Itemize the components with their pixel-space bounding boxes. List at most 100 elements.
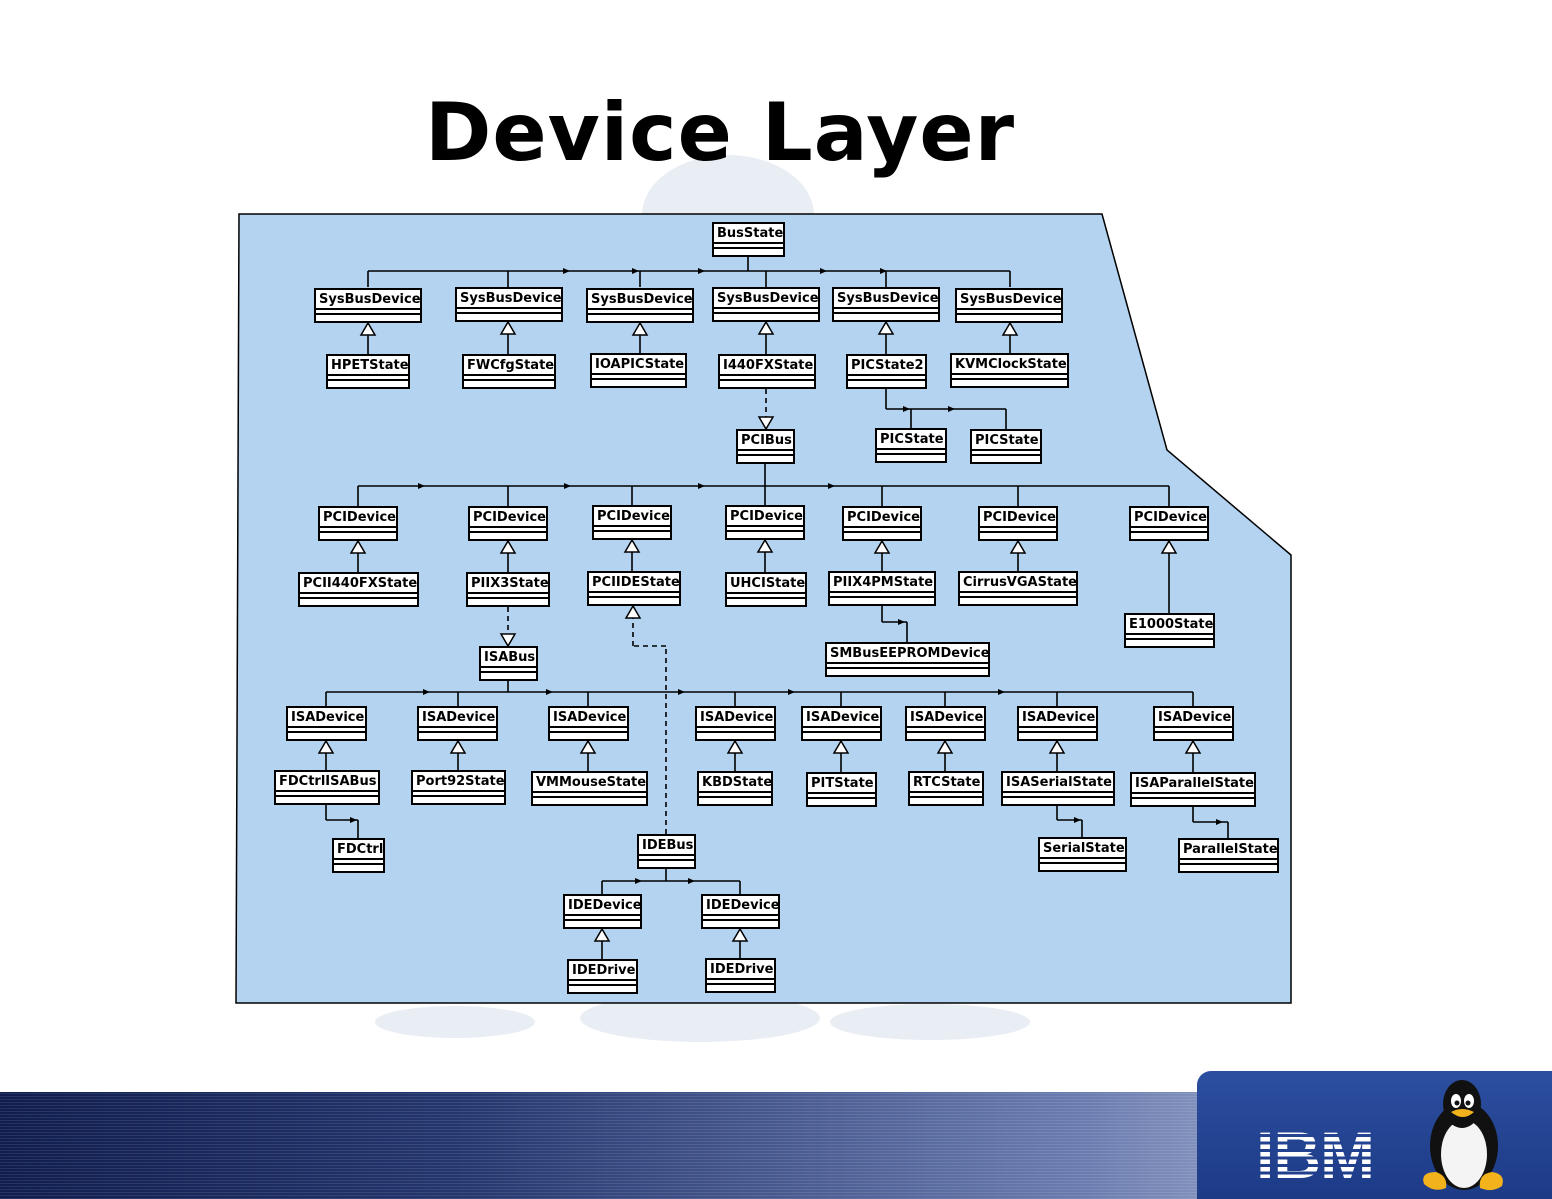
class-name: KVMClockState [952,355,1067,375]
class-box-pitstate: PITState [806,772,877,807]
class-name: ISABus [481,648,536,668]
class-box-idebus: IDEBus [637,834,696,869]
inheritance-arrow [449,739,467,754]
class-box-picstate2: PICState2 [846,354,927,389]
inheritance-arrow [731,927,749,942]
class-name: IDEDrive [707,960,774,980]
class-box-port92state: Port92State [411,770,506,805]
class-box-isaparallelstate: ISAParallelState [1130,772,1256,807]
class-name: PCII440FXState [300,574,417,594]
class-name: PICState [877,430,945,450]
class-name: ISASerialState [1003,773,1113,793]
class-name: ISADevice [288,708,365,728]
class-box-sysbusdevice: SysBusDevice [832,287,940,322]
association-arrowhead [635,878,642,884]
inheritance-arrow [1001,321,1019,336]
association-arrowhead [1074,817,1081,823]
class-name: BusState [714,224,783,244]
class-name: PCIDevice [727,507,803,527]
class-box-pcidevice: PCIDevice [318,506,398,541]
class-box-pcidevice: PCIDevice [978,506,1058,541]
class-name: SysBusDevice [316,290,421,310]
class-name: PICState [972,431,1040,451]
class-name: PIIX3State [468,574,549,594]
class-name: PCIDevice [1131,508,1207,528]
class-box-fdctrl: FDCtrl [332,838,385,873]
association-arrowhead [698,483,705,489]
class-box-idedevice: IDEDevice [701,894,780,929]
class-box-kvmclockstate: KVMClockState [950,353,1069,388]
class-name: SysBusDevice [588,290,693,310]
class-name: HPETState [328,356,409,376]
association-arrowhead [688,878,695,884]
association-arrowhead [698,268,705,274]
class-box-sysbusdevice: SysBusDevice [712,287,820,322]
class-box-piix3state: PIIX3State [466,572,550,607]
class-box-uhcistate: UHCIState [725,572,807,607]
class-name: UHCIState [727,574,805,594]
class-name: CirrusVGAState [960,573,1077,593]
class-name: SysBusDevice [957,290,1062,310]
class-box-i440fxstate: I440FXState [718,354,816,389]
association-arrowhead [828,483,835,489]
class-box-idedrive: IDEDrive [567,959,638,994]
class-name: PCIDevice [844,508,920,528]
class-box-pcibus: PCIBus [736,429,795,464]
class-name: SysBusDevice [457,289,562,309]
association-arrowhead [546,689,553,695]
inheritance-arrow [756,538,774,553]
class-name: FWCfgState [464,356,554,376]
class-name: ISADevice [697,708,774,728]
class-box-pciidestate: PCIIDEState [587,571,681,606]
class-box-sysbusdevice: SysBusDevice [455,287,563,322]
association-arrowhead [423,689,430,695]
class-box-idedevice: IDEDevice [563,894,642,929]
inheritance-arrow [936,739,954,754]
inheritance-arrow [1009,539,1027,554]
class-name: ISADevice [1155,708,1232,728]
class-box-pcii440fxstate: PCII440FXState [298,572,419,607]
association-arrowhead [820,268,827,274]
inheritance-arrow [499,539,517,554]
class-name: E1000State [1126,615,1213,635]
inheritance-arrow [593,927,611,942]
inheritance-arrow [631,321,649,336]
dependency-arrow [499,633,517,648]
inheritance-arrow [1160,539,1178,554]
ibm-logo: IBM [1256,1122,1375,1182]
class-name: ISADevice [550,708,627,728]
class-box-pcidevice: PCIDevice [592,505,672,540]
class-box-busstate: BusState [712,222,785,257]
class-name: ISAParallelState [1132,774,1254,794]
class-name: ISADevice [419,708,496,728]
inheritance-arrow [623,538,641,553]
class-box-isadevice: ISADevice [286,706,367,741]
inheritance-arrow [1048,739,1066,754]
class-box-pcidevice: PCIDevice [842,506,922,541]
class-name: SysBusDevice [834,289,939,309]
class-box-parallelstate: ParallelState [1178,838,1279,873]
association-arrowhead [564,483,571,489]
class-name: PCIDevice [470,508,546,528]
association-arrowhead [563,268,570,274]
class-name: IDEDevice [703,896,780,916]
class-name: IDEDevice [565,896,642,916]
class-name: ISADevice [803,708,880,728]
class-box-serialstate: SerialState [1038,837,1127,872]
class-box-cirrusvgastate: CirrusVGAState [958,571,1078,606]
class-box-isadevice: ISADevice [801,706,882,741]
diagram-edges [317,257,1229,959]
class-name: PCIDevice [320,508,396,528]
class-box-fwcfgstate: FWCfgState [462,354,556,389]
class-box-pcidevice: PCIDevice [725,505,805,540]
class-box-ioapicstate: IOAPICState [590,353,687,388]
class-name: IDEDrive [569,961,636,981]
class-box-sysbusdevice: SysBusDevice [586,288,694,323]
class-box-hpetstate: HPETState [326,354,410,389]
class-box-pcidevice: PCIDevice [468,506,548,541]
inheritance-arrow [349,539,367,554]
association-arrowhead [418,483,425,489]
class-box-isadevice: ISADevice [905,706,986,741]
class-name: ISADevice [907,708,984,728]
class-box-kbdstate: KBDState [697,771,773,806]
